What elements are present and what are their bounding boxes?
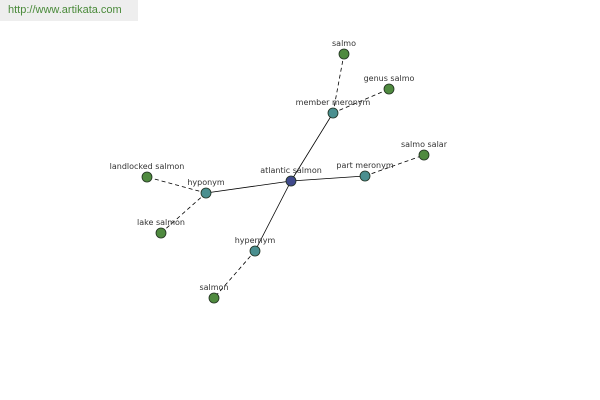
- edge-landlocked-salmon: [146, 176, 207, 194]
- edge-hyponym: [205, 180, 292, 194]
- watermark-url: http://www.artikata.com: [0, 0, 138, 21]
- node-member-meronym[interactable]: [327, 107, 339, 119]
- label-salmon: salmon: [199, 283, 228, 292]
- node-genus-salmo[interactable]: [383, 83, 395, 95]
- label-member-meronym: member meronym: [296, 98, 371, 107]
- edge-salmo-salar: [364, 154, 425, 177]
- label-landlocked-salmon: landlocked salmon: [110, 162, 185, 171]
- edge-part-meronym: [290, 175, 366, 182]
- edge-salmon: [213, 250, 256, 299]
- label-salmo: salmo: [332, 39, 356, 48]
- edge-member-meronym: [290, 112, 334, 182]
- node-salmon[interactable]: [208, 292, 220, 304]
- node-part-meronym[interactable]: [359, 170, 371, 182]
- node-salmo[interactable]: [338, 48, 350, 60]
- label-hyponym: hyponym: [187, 178, 225, 187]
- label-genus-salmo: genus salmo: [364, 74, 415, 83]
- node-hypernym[interactable]: [249, 245, 261, 257]
- edge-lake-salmon: [160, 192, 207, 234]
- edge-salmo: [332, 53, 345, 114]
- node-salmo-salar[interactable]: [418, 149, 430, 161]
- label-center: atlantic salmon: [260, 166, 322, 175]
- edge-genus-salmo: [332, 88, 390, 114]
- node-landlocked-salmon[interactable]: [141, 171, 153, 183]
- node-center[interactable]: [285, 175, 297, 187]
- label-part-meronym: part meronym: [336, 161, 393, 170]
- label-lake-salmon: lake salmon: [137, 218, 185, 227]
- node-lake-salmon[interactable]: [155, 227, 167, 239]
- label-hypernym: hypernym: [235, 236, 276, 245]
- label-salmo-salar: salmo salar: [401, 140, 448, 149]
- edge-hypernym: [254, 180, 292, 252]
- node-hyponym[interactable]: [200, 187, 212, 199]
